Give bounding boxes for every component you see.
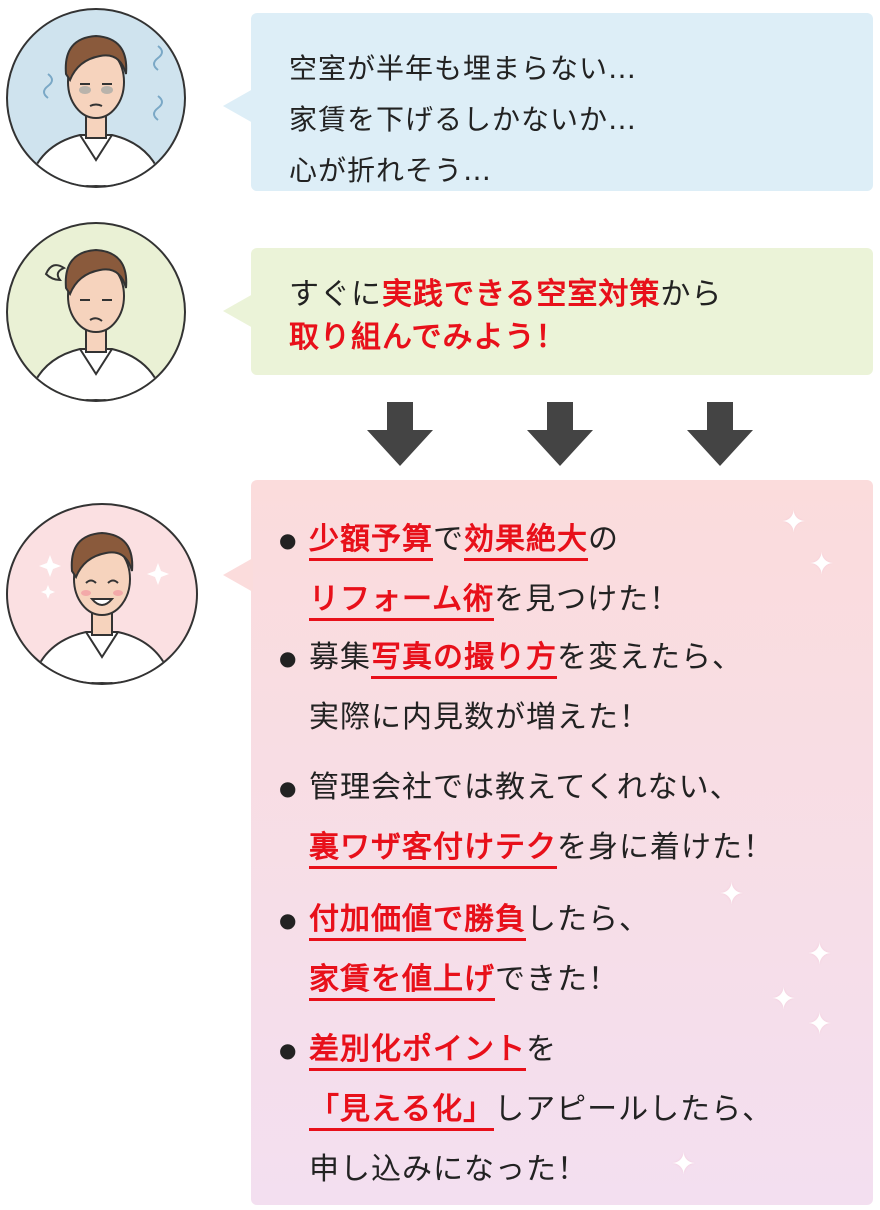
result-1-text-b: の — [588, 522, 619, 557]
result-2-text-b: を変えたら、 — [557, 640, 743, 675]
thinking-line-1-highlight: 実践できる空室対策 — [382, 277, 661, 312]
result-item-2: ● 募集写真の撮り方を変えたら、 実際に内見数が増えた！ — [279, 628, 743, 748]
result-5-highlight-b: 「見える化」 — [309, 1092, 495, 1131]
result-1-highlight-c: リフォーム術 — [309, 582, 495, 621]
avatar-thinking — [6, 222, 186, 402]
down-arrow-icon — [687, 402, 753, 466]
result-1-text-a: で — [433, 522, 464, 557]
result-5-text-b: しアピールしたら、 — [494, 1092, 774, 1127]
thinking-line-2-highlight: 取り組んでみよう！ — [289, 320, 567, 355]
bullet-icon: ● — [279, 646, 298, 670]
sparkle-icon: ✦ — [807, 937, 833, 972]
sparkle-icon: ✦ — [671, 1147, 697, 1182]
worried-line-3: 心が折れそう… — [289, 154, 493, 187]
result-item-4: ● 付加価値で勝負したら、 家賃を値上げできた！ — [279, 890, 650, 1010]
result-2-text-a: 募集 — [309, 640, 371, 675]
result-4-highlight-b: 家賃を値上げ — [309, 962, 495, 1001]
bullet-icon: ● — [279, 908, 298, 932]
result-item-5: ● 差別化ポイントを 「見える化」しアピールしたら、 申し込みになった！ — [279, 1020, 774, 1200]
down-arrow-icon — [367, 402, 433, 466]
result-3-highlight: 裏ワザ客付けテク — [309, 830, 557, 869]
worried-line-2: 家賃を下げるしかないか… — [289, 103, 638, 136]
sparkle-icon: ✦ — [807, 1007, 833, 1042]
result-3-text-b: を身に着けた！ — [557, 830, 774, 865]
result-1-highlight-a: 少額予算 — [309, 522, 433, 561]
result-5-text-a: を — [526, 1032, 557, 1067]
result-5-highlight-a: 差別化ポイント — [309, 1032, 526, 1071]
result-4-text-b: できた！ — [495, 962, 619, 997]
avatar-happy — [6, 503, 198, 685]
sparkle-icon: ✦ — [781, 505, 807, 540]
sparkle-icon: ✦ — [809, 547, 835, 582]
result-3-text-a: 管理会社では教えてくれない、 — [309, 770, 741, 805]
result-4-highlight-a: 付加価値で勝負 — [309, 902, 526, 941]
down-arrow-icon — [527, 402, 593, 466]
avatar-worried — [6, 8, 186, 188]
result-item-1: ● 少額予算で効果絶大の リフォーム術を見つけた！ — [279, 510, 681, 630]
result-5-text-c: 申し込みになった！ — [309, 1152, 588, 1187]
bullet-icon: ● — [279, 528, 298, 552]
result-2-text-c: 実際に内見数が増えた！ — [309, 700, 650, 735]
speech-bubble-thinking: すぐに実践できる空室対策から 取り組んでみよう！ — [223, 248, 873, 375]
speech-bubble-worried: 空室が半年も埋まらない… 家賃を下げるしかないか… 心が折れそう… — [223, 13, 873, 191]
sparkle-icon: ✦ — [719, 877, 745, 912]
bullet-icon: ● — [279, 1038, 298, 1062]
worried-line-1: 空室が半年も埋まらない… — [289, 52, 638, 85]
bullet-icon: ● — [279, 776, 298, 800]
sparkle-icon: ✦ — [771, 982, 797, 1017]
result-1-highlight-b: 効果絶大 — [464, 522, 588, 561]
result-1-text-c: を見つけた！ — [494, 582, 681, 617]
thinking-line-1: すぐに実践できる空室対策から — [289, 273, 722, 316]
speech-bubble-results: ● 少額予算で効果絶大の リフォーム術を見つけた！ ● 募集写真の撮り方を変えた… — [223, 480, 873, 1205]
thinking-line-1-post: から — [660, 277, 723, 312]
result-2-highlight: 写真の撮り方 — [371, 640, 557, 679]
result-item-3: ● 管理会社では教えてくれない、 裏ワザ客付けテクを身に着けた！ — [279, 758, 774, 878]
result-4-text-a: したら、 — [526, 902, 650, 937]
thinking-line-1-pre: すぐに — [289, 277, 382, 312]
